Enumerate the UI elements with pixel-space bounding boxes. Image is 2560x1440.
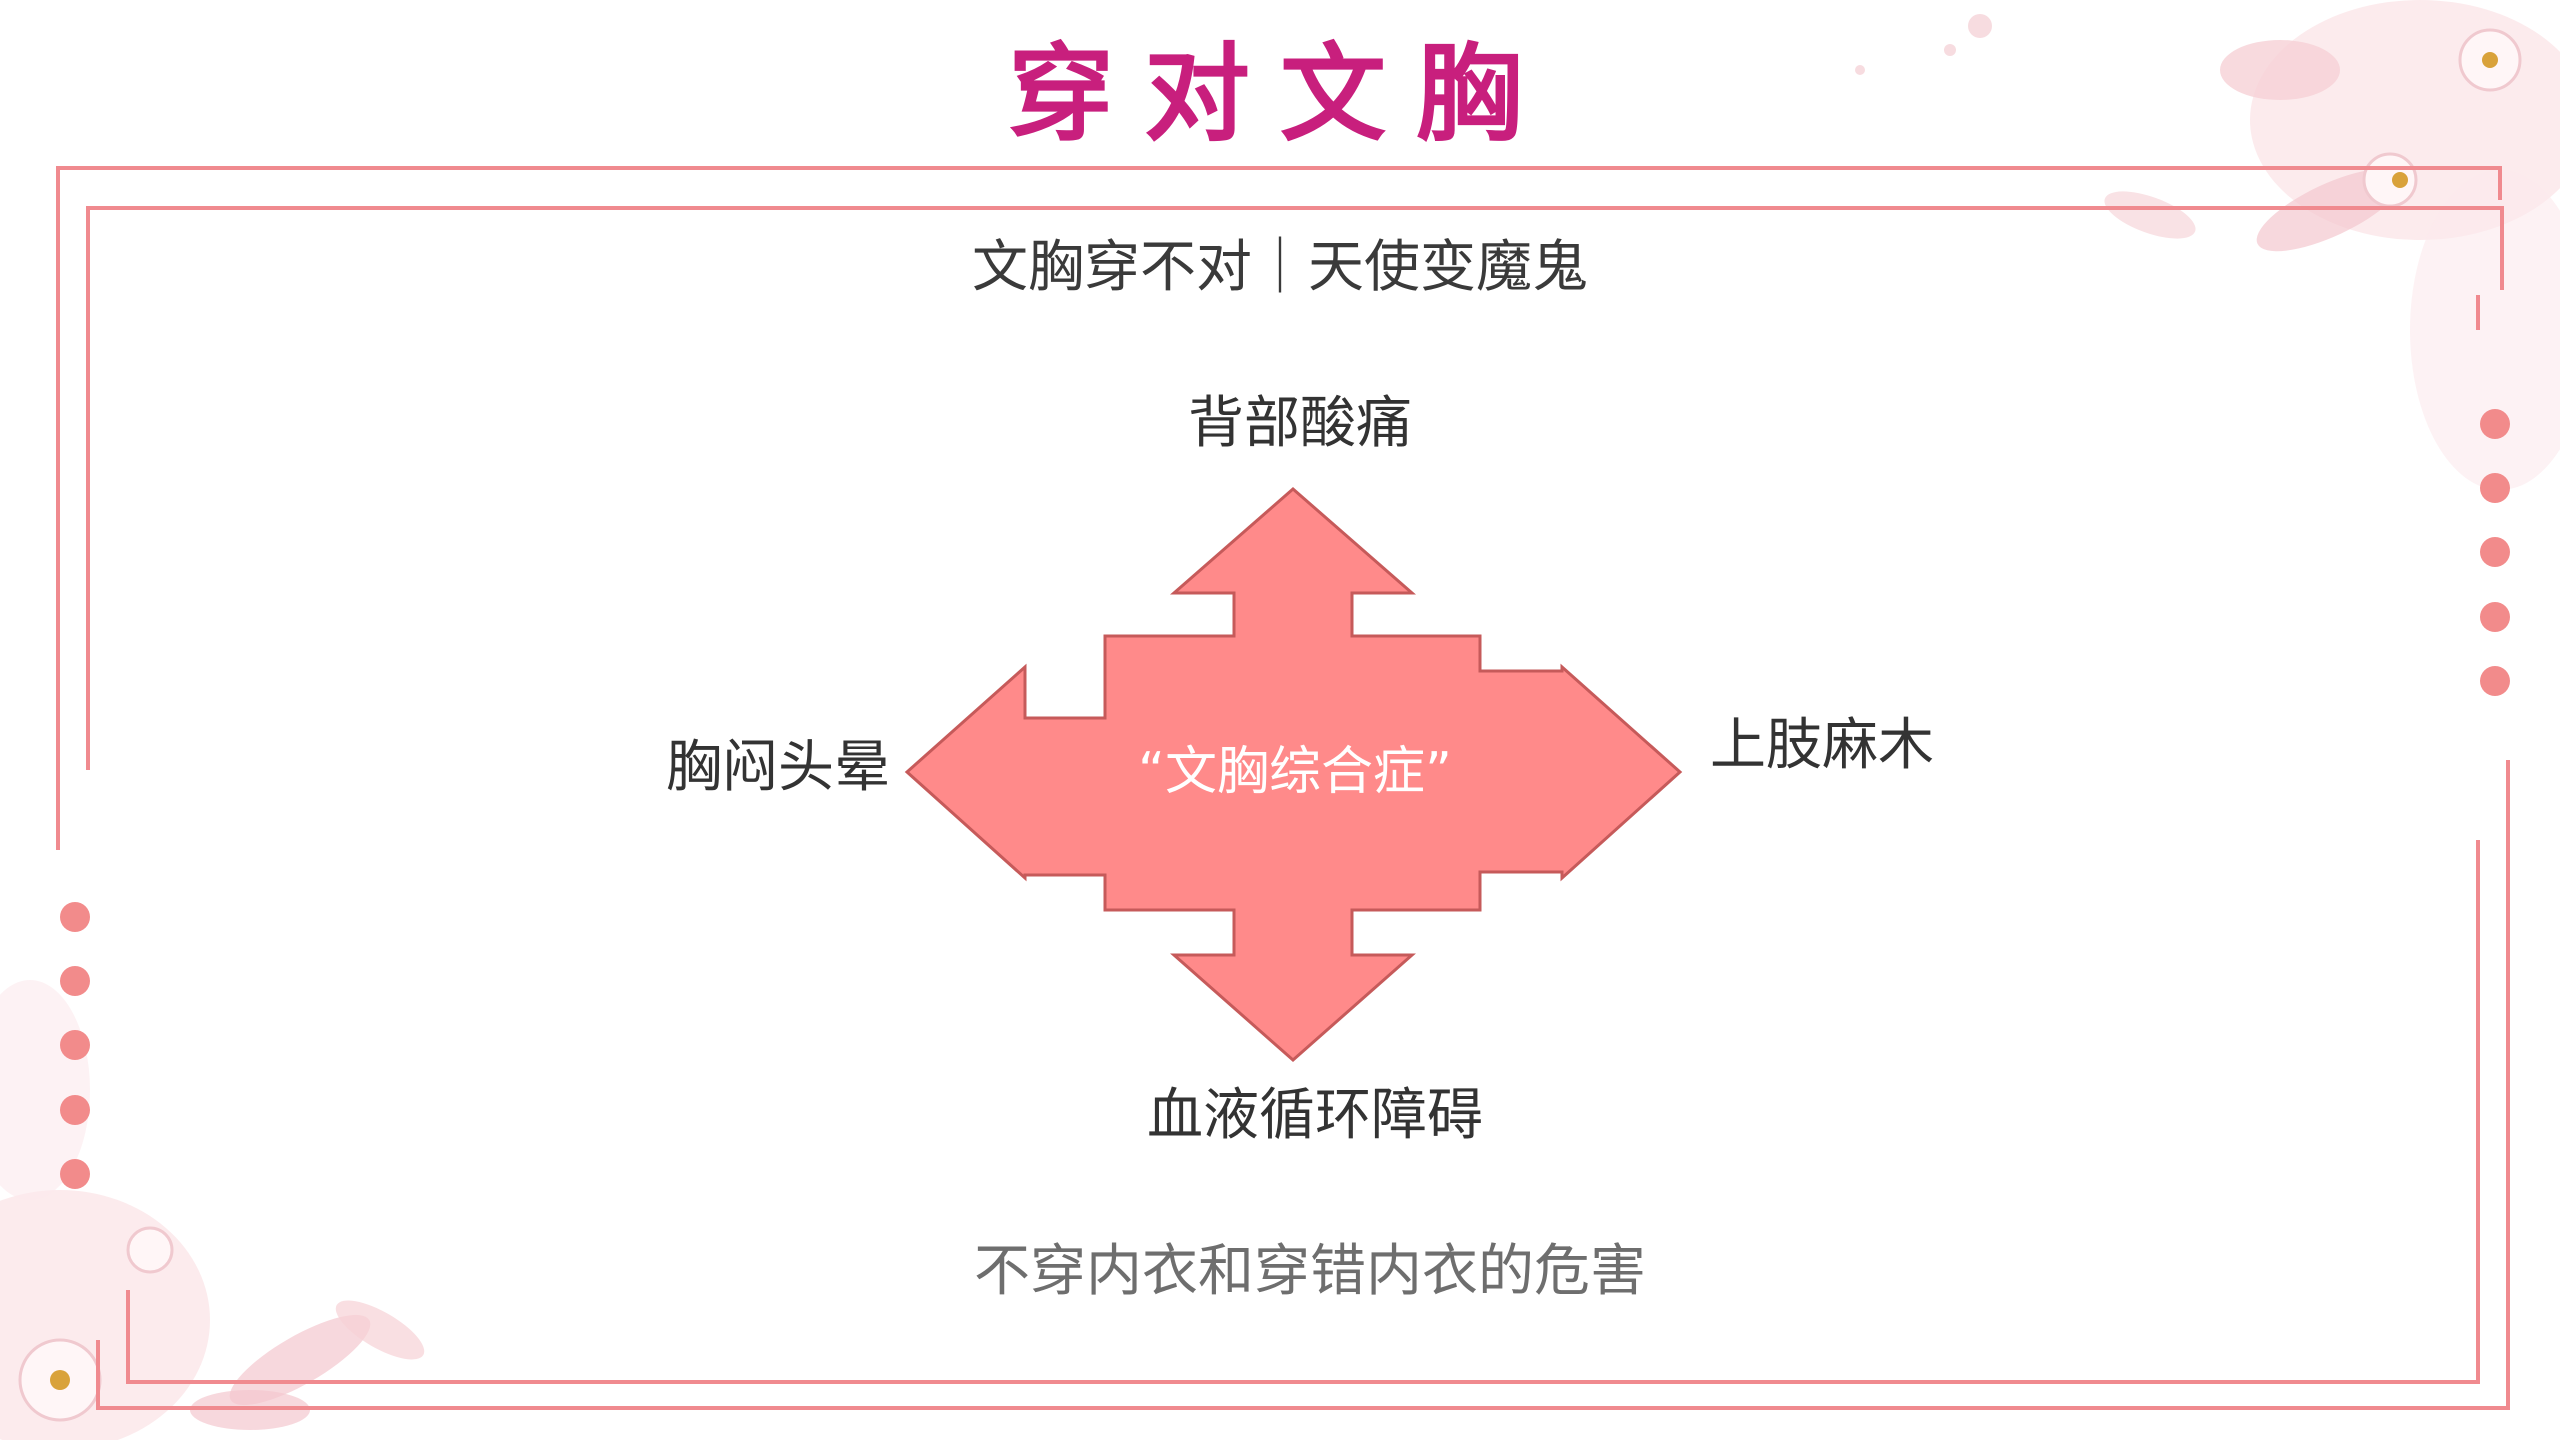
flower-icon [0, 980, 425, 1440]
page-title: 穿对文胸 [1008, 33, 1552, 156]
dots-left [60, 902, 90, 1189]
frame [56, 166, 2510, 1410]
subtitle: 文胸穿不对｜天使变魔鬼 [972, 235, 1588, 300]
dots-right [2480, 409, 2510, 696]
footer-caption: 不穿内衣和穿错内衣的危害 [974, 1239, 1646, 1304]
center-label: “文胸综合症” [1138, 742, 1452, 802]
label-right-numbness: 上肢麻木 [1710, 713, 1934, 778]
cross-arrow-icon [904, 487, 1683, 1063]
label-left-chest-tightness: 胸闷头晕 [666, 735, 890, 800]
label-bottom-circulation: 血液循环障碍 [1147, 1083, 1483, 1148]
label-top-back-pain: 背部酸痛 [1188, 391, 1412, 456]
